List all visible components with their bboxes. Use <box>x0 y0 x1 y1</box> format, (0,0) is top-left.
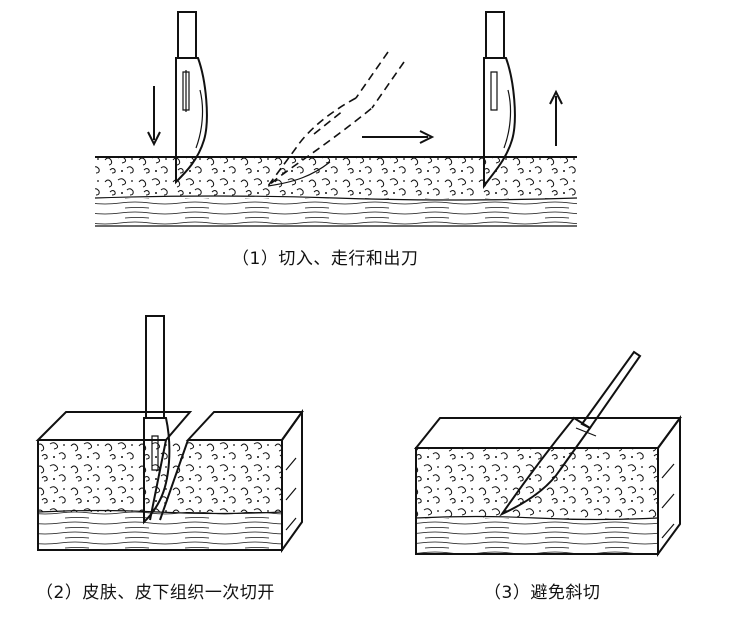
scalpel-travel-ghost <box>267 51 405 187</box>
panel-2-one-stroke-cut <box>35 315 304 554</box>
arrow-up-icon <box>549 89 563 146</box>
panel-1-incise-travel-exit <box>94 11 578 227</box>
tissue-block <box>413 414 682 558</box>
arrow-right-icon <box>362 130 435 144</box>
scalpel-icon <box>499 350 642 517</box>
caption-step-2: （2）皮肤、皮下组织一次切开 <box>36 583 275 603</box>
panel-3-avoid-oblique-cut <box>413 350 682 558</box>
caption-step-3: （3）避免斜切 <box>484 583 601 603</box>
caption-step-1: （1）切入、走行和出刀 <box>232 249 419 269</box>
scalpel-icon <box>143 315 171 525</box>
scalpel-icon <box>483 11 516 190</box>
tissue-block <box>35 408 304 554</box>
scalpel-icon <box>175 11 208 185</box>
skin-strip <box>94 156 578 227</box>
arrow-down-icon <box>147 86 161 147</box>
